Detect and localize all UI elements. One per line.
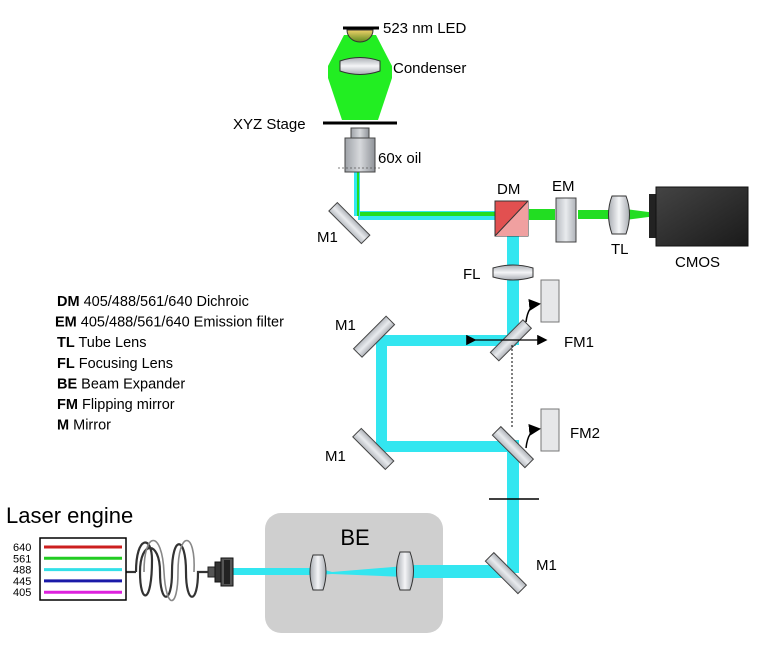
fm2-flipped-position [540,408,560,452]
focusing-lens [492,264,534,281]
led-cone-upper [344,35,376,60]
legend-item: DM 405/488/561/640 Dichroic [57,294,249,310]
dichroic-mirror [494,200,529,237]
legend-item: FM Flipping mirror [57,397,175,413]
xyz-stage-label: XYZ Stage [233,116,306,133]
be-lens-1 [309,554,327,591]
optical-fiber-coil [126,539,208,602]
objective-lens [338,127,382,173]
legend-text: 405/488/561/640 Dichroic [80,294,249,310]
legend-abbr: DM [57,294,80,310]
legend-item: BE Beam Expander [57,376,185,392]
legend-abbr: M [57,418,69,434]
mirror-m1-bottom [484,551,528,595]
mirror-m1-mid-lower [352,427,395,471]
emission-beam-path [357,172,656,220]
cmos-label: CMOS [675,254,720,271]
m1-top-label: M1 [317,229,338,246]
m1-mid-lower-label: M1 [325,448,346,465]
laser-engine-title: Laser engine [6,503,133,528]
m1-mid-upper-label: M1 [335,317,356,334]
mirror-m1-mid-upper [352,315,396,358]
fiber-collimator [207,557,234,587]
fl-label: FL [463,266,481,283]
legend-item: FL Focusing Lens [57,356,173,372]
legend-item: TL Tube Lens [57,335,146,351]
legend-item: M Mirror [57,418,111,434]
fm1-flip-arrow [525,298,541,323]
mirror-m1-top [328,201,371,245]
laser-wavelength-label: 640 [13,542,31,554]
m1-bottom-label: M1 [536,557,557,574]
fm1-label: FM1 [564,334,594,351]
laser-wavelength-label: 488 [13,565,31,577]
laser-wavelength-label: 561 [13,553,31,565]
legend-abbr: FM [57,397,78,413]
tube-lens [608,195,630,235]
condenser-label: Condenser [393,60,466,77]
laser-wavelength-label: 445 [13,576,31,588]
legend-text: 405/488/561/640 Emission filter [77,315,284,331]
led-light-cone [328,35,392,120]
dm-label: DM [497,181,520,198]
fm2-label: FM2 [570,425,600,442]
legend-abbr: EM [55,315,77,331]
em-label: EM [552,178,575,195]
legend-text: Mirror [69,418,111,434]
tl-label: TL [611,241,629,258]
condenser-lens [339,57,381,75]
fm2-flip-arrow [525,423,541,449]
legend-item: EM 405/488/561/640 Emission filter [55,315,284,331]
legend-text: Beam Expander [77,376,185,392]
fm1-flipped-position [540,279,560,323]
legend-text: Flipping mirror [78,397,175,413]
be-label: BE [340,525,369,550]
legend-abbr: BE [57,376,77,392]
led-label: 523 nm LED [383,20,467,37]
cmos-camera [649,186,749,247]
flip-mirror-fm2 [491,425,535,469]
emission-filter [555,197,577,243]
legend-text: Focusing Lens [75,356,173,372]
legend-abbr: TL [57,335,75,351]
laser-wavelength-label: 405 [13,587,31,599]
legend-text: Tube Lens [75,335,147,351]
legend-abbr: FL [57,356,75,372]
be-lens-2 [396,551,414,591]
objective-label: 60x oil [378,150,421,167]
led-icon [346,29,374,43]
